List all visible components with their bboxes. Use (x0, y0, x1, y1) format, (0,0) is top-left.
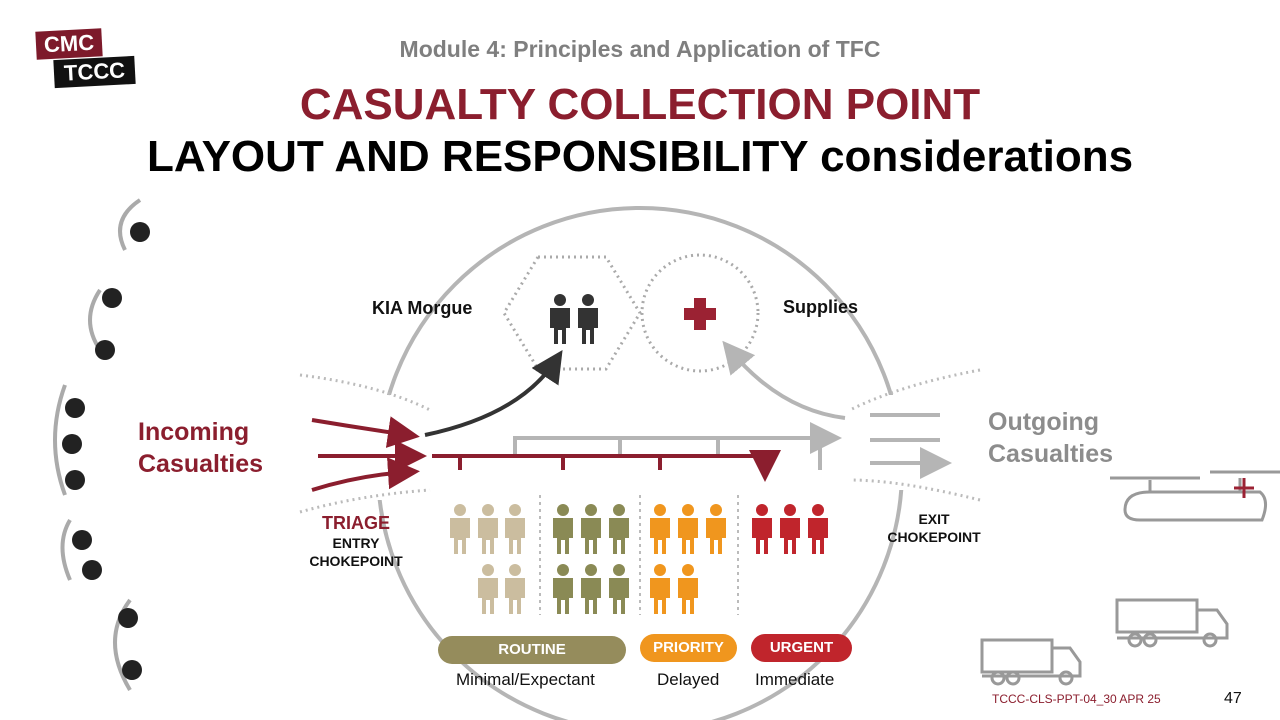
triage-label: TRIAGE (321, 513, 390, 533)
document-code: TCCC-CLS-PPT-04_30 APR 25 (992, 692, 1161, 706)
title-line-1: CASUALTY COLLECTION POINT (299, 80, 981, 129)
priority-caption: Delayed (657, 670, 720, 689)
immediate-casualties (752, 504, 828, 554)
supplies-label: Supplies (783, 297, 859, 317)
helicopter-icon (1110, 470, 1280, 522)
exit-chokepoint-label: EXIT CHOKEPOINT (887, 511, 981, 545)
page-number: 47 (1224, 690, 1242, 707)
soldiers-icon (53, 198, 150, 692)
urgent-caption: Immediate (755, 670, 835, 689)
outgoing-casualties-label: Outgoing Casualties (988, 408, 1114, 468)
priority-pill: PRIORITY (640, 634, 737, 662)
routine-caption: Minimal/Expectant (456, 670, 595, 689)
urgent-pill: URGENT (751, 634, 852, 662)
incoming-casualties-label: Incoming Casualties (138, 418, 264, 478)
kia-morgue-label: KIA Morgue (372, 298, 473, 318)
minimal-casualties (450, 504, 525, 614)
morgue-hexagon (502, 255, 642, 371)
routine-pill: ROUTINE (438, 636, 626, 664)
medical-cross-icon (684, 298, 716, 330)
module-subtitle: Module 4: Principles and Application of … (399, 36, 881, 62)
title-line-2: LAYOUT AND RESPONSIBILITY considerations (146, 132, 1134, 181)
delayed-casualties (650, 504, 726, 614)
expectant-casualties (553, 504, 629, 614)
truck-icon (980, 598, 1229, 686)
entry-chokepoint-label: ENTRY CHOKEPOINT (309, 535, 403, 569)
